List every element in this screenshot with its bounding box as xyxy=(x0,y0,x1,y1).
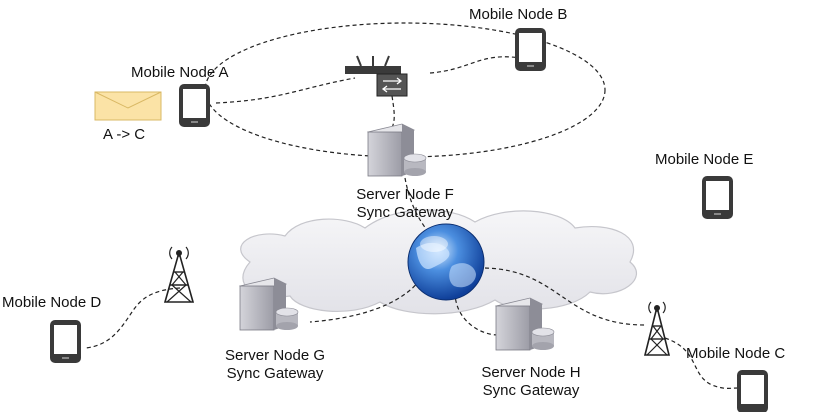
link-globe-g xyxy=(309,279,421,323)
link-router-b xyxy=(429,56,521,74)
server-node-h-name: Server Node H xyxy=(481,364,581,381)
server-node-g-label: Server Node G Sync Gateway xyxy=(200,347,350,383)
server-node-f-role: Sync Gateway xyxy=(356,204,454,221)
link-tower-c-phone xyxy=(664,337,739,389)
mobile-node-b-label: Mobile Node B xyxy=(469,6,568,23)
mobile-node-a-phone xyxy=(179,84,210,127)
envelope-icon xyxy=(94,91,162,121)
server-node-h-label: Server Node H Sync Gateway xyxy=(456,364,606,400)
server-node-g-role: Sync Gateway xyxy=(226,365,324,382)
cell-tower-c xyxy=(643,301,671,356)
mobile-node-e-label: Mobile Node E xyxy=(655,151,754,168)
globe-icon xyxy=(407,223,485,301)
phone-icon xyxy=(50,28,768,412)
link-globe-tower-c xyxy=(484,267,646,326)
server-node-g-icon xyxy=(238,277,299,331)
server-node-h-icon xyxy=(494,297,555,351)
cell-tower-d xyxy=(163,246,195,303)
link-globe-h xyxy=(454,291,499,336)
mobile-node-d-phone xyxy=(50,320,81,363)
mobile-node-c-label: Mobile Node C xyxy=(686,345,786,362)
link-f-globe xyxy=(404,177,441,246)
mobile-node-b-phone xyxy=(515,28,546,71)
link-router-f xyxy=(391,95,395,129)
mobile-node-d-label: Mobile Node D xyxy=(2,294,102,311)
server-node-f-label: Server Node F Sync Gateway xyxy=(335,186,475,222)
server-node-g-name: Server Node G xyxy=(224,347,326,364)
mobile-node-c-phone xyxy=(737,370,768,412)
cell-tower-icon xyxy=(163,246,671,356)
server-node-h-role: Sync Gateway xyxy=(482,382,580,399)
message-label: A -> C xyxy=(103,126,146,143)
server-node-f-name: Server Node F xyxy=(356,186,454,203)
server-node-f-icon xyxy=(366,123,427,177)
local-network-ring xyxy=(204,22,606,158)
mobile-node-a-label: Mobile Node A xyxy=(131,64,229,81)
server-icon xyxy=(238,123,555,351)
router-icon xyxy=(345,55,408,97)
link-tower-d-phone xyxy=(85,287,181,349)
link-a-router xyxy=(215,77,356,104)
mobile-node-e-phone xyxy=(702,176,733,219)
